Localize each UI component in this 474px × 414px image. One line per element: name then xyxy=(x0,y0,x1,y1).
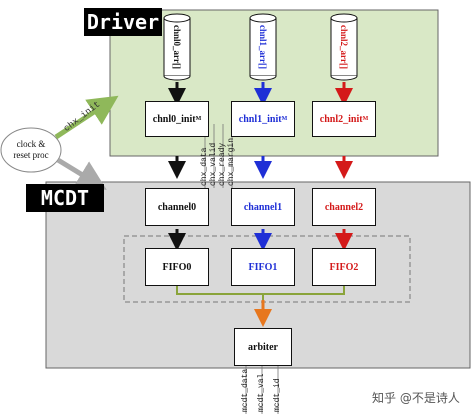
clock-line1: clock & xyxy=(16,139,46,149)
clock-reset-ellipse xyxy=(0,127,62,173)
clock-reset-label: clock & reset proc xyxy=(4,139,58,161)
init-box-2-sup: M xyxy=(362,116,369,122)
cylinder-0 xyxy=(163,13,191,81)
init-box-1-sup: M xyxy=(281,116,288,122)
fifo-box-2: FIFO2 xyxy=(312,248,376,286)
signal-mcdt-id: mcdt_id xyxy=(273,378,282,412)
channel-box-1: channel1 xyxy=(231,188,295,226)
cylinder-label-2: chnl2_arr[] xyxy=(339,25,349,69)
cylinder-label-0: chnl0_arr[] xyxy=(172,25,182,69)
mcdt-title: MCDT xyxy=(26,184,104,212)
out-signal-lines xyxy=(245,365,279,414)
cylinder-1 xyxy=(249,13,277,81)
fifo-box-1: FIFO1 xyxy=(231,248,295,286)
signal-chx-ready: chx_ready xyxy=(218,142,227,186)
clock-line2: reset proc xyxy=(13,150,49,160)
cylinder-2 xyxy=(330,13,358,81)
arrow-clock-mcdt xyxy=(56,157,107,190)
init-box-0-sup: M xyxy=(195,116,202,122)
channel-box-0: channel0 xyxy=(145,188,209,226)
cylinder-label-1: chnl1_arr[] xyxy=(258,25,268,69)
arrow-clock-driver xyxy=(54,95,119,140)
arbiter-box: arbiter xyxy=(234,328,292,366)
watermark-text: 知乎 @不是诗人 xyxy=(372,391,460,405)
signal-mcdt-data: mcdt_data xyxy=(241,368,250,412)
init-box-2-label: chnl2_init xyxy=(319,113,363,125)
fifo-box-0: FIFO0 xyxy=(145,248,209,286)
signal-mcdt-val: mcdt_val xyxy=(257,373,266,412)
signal-chx-valid: chx_valid xyxy=(209,142,218,186)
channel-box-2: channel2 xyxy=(312,188,376,226)
init-box-1-label: chnl1_init xyxy=(238,113,282,125)
init-box-0-label: chnl0_init xyxy=(152,113,196,125)
signal-chx-data: chx_data xyxy=(200,147,209,186)
driver-title: Driver xyxy=(84,8,162,36)
fifo-merge-bracket xyxy=(176,286,345,300)
signal-chx-margin: chx_margin xyxy=(227,137,236,186)
